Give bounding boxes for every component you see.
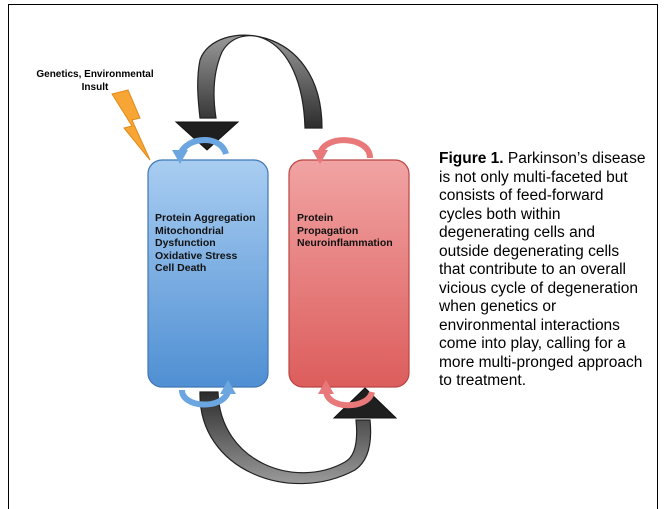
trigger-line-1: Genetics, Environmental bbox=[36, 69, 154, 80]
lightning-bolt-icon bbox=[111, 89, 151, 161]
left-box-label: Protein Aggregation Mitochondrial Dysfun… bbox=[155, 212, 263, 275]
right-box-line: Neuroinflammation bbox=[297, 237, 393, 249]
figure-frame bbox=[8, 4, 658, 509]
left-process-box bbox=[147, 159, 269, 388]
small-cycle-arrow-red-top bbox=[312, 137, 373, 164]
caption-text: Parkinson’s disease is not only multi-fa… bbox=[439, 150, 646, 389]
caption-label: Figure 1. bbox=[439, 150, 504, 167]
right-process-box bbox=[288, 159, 410, 388]
figure-caption: Figure 1. Parkinson’s disease is not onl… bbox=[439, 150, 649, 391]
right-box-line: Protein Propagation bbox=[297, 212, 359, 237]
left-box-line: Oxidative Stress bbox=[155, 249, 238, 262]
trigger-label: Genetics, Environmental Insult bbox=[25, 68, 165, 94]
big-cycle-arrow-top bbox=[174, 34, 323, 151]
right-box-label: Protein Propagation Neuroinflammation bbox=[297, 212, 397, 250]
small-cycle-arrow-blue-bottom bbox=[179, 380, 236, 408]
left-box-line: Protein Aggregation bbox=[155, 212, 256, 224]
trigger-line-2: Insult bbox=[81, 82, 109, 93]
small-cycle-arrow-blue-top bbox=[172, 137, 229, 164]
left-box-line: Mitochondrial bbox=[155, 224, 224, 237]
small-cycle-arrow-red-bottom bbox=[318, 380, 375, 409]
left-box-line: Cell Death bbox=[155, 262, 207, 274]
left-box-line: Dysfunction bbox=[155, 237, 216, 249]
